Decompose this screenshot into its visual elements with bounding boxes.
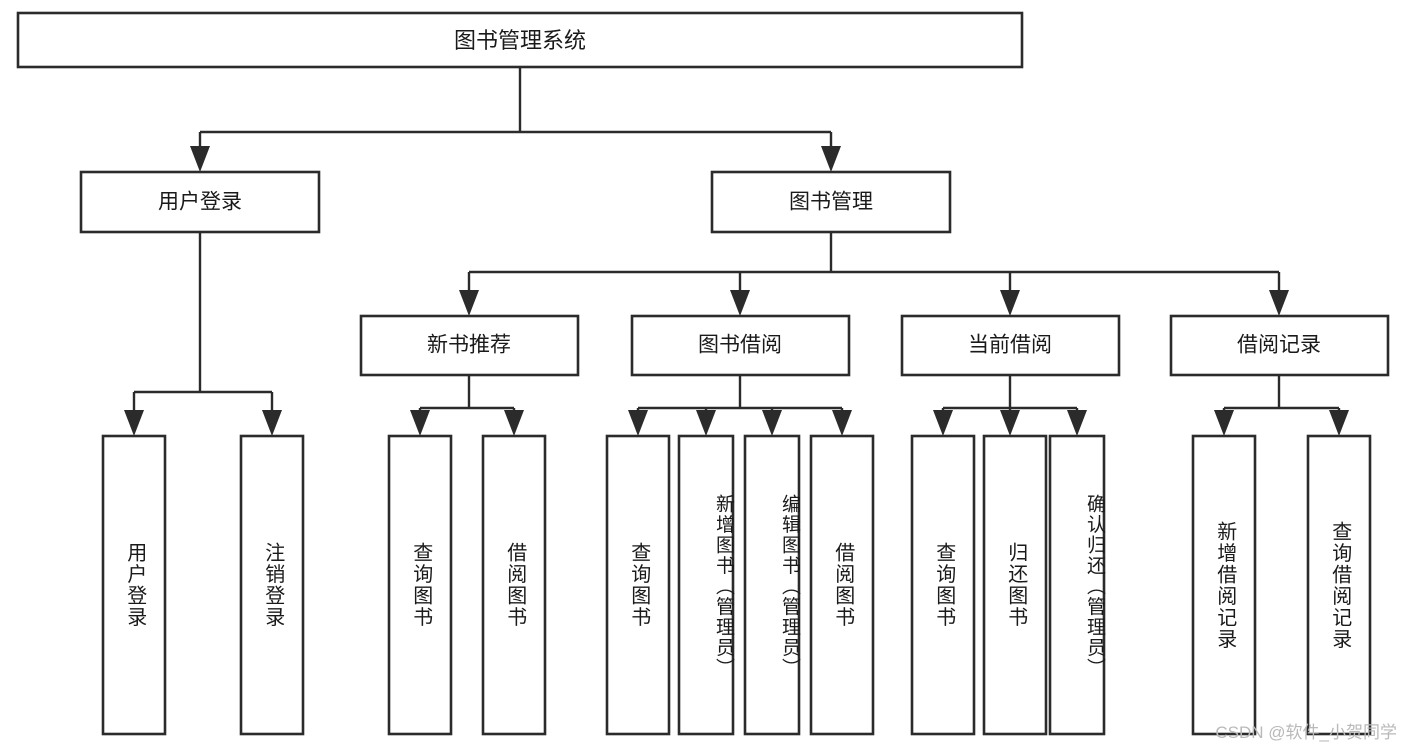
node-book-borrow[interactable]: 图书借阅	[630, 314, 851, 377]
arrow-head-leaf-logout-login	[262, 410, 282, 436]
node-book-borrow-label: 图书借阅	[698, 334, 782, 357]
arrow-head-book-borrow	[730, 290, 750, 316]
node-current-borrow-label: 当前借阅	[968, 334, 1052, 357]
arrow-head-borrow-record	[1269, 290, 1289, 316]
arrow-head-leaf-confirm-return-admin	[1067, 410, 1087, 436]
arrow-head-leaf-borrow-book-recommend	[504, 410, 524, 436]
node-new-book-recommend[interactable]: 新书推荐	[359, 314, 580, 377]
arrow-head-leaf-return-book	[1000, 410, 1020, 436]
node-book-management[interactable]: 图书管理	[710, 170, 952, 234]
arrow-head-bookmgmt	[821, 146, 841, 172]
node-borrow-record-label: 借阅记录	[1237, 334, 1321, 357]
node-root-label: 图书管理系统	[454, 28, 586, 53]
node-book-management-rect[interactable]	[710, 170, 952, 234]
node-book-management-label: 图书管理	[789, 191, 873, 214]
node-leaf-borrow-book-rect[interactable]	[809, 434, 875, 736]
node-current-borrow-rect[interactable]	[900, 314, 1121, 377]
arrow-head-leaf-add-book-admin	[696, 410, 716, 436]
node-new-book-recommend-label: 新书推荐	[427, 334, 511, 357]
arrow-head-leaf-user-login	[124, 410, 144, 436]
arrow-head-leaf-query-borrow-record	[1329, 410, 1349, 436]
node-leaf-add-borrow-record-rect[interactable]	[1191, 434, 1257, 736]
node-new-book-recommend-rect[interactable]	[359, 314, 580, 377]
node-leaf-user-login-rect[interactable]	[101, 434, 167, 736]
arrow-head-leaf-borrow-book	[832, 410, 852, 436]
node-borrow-record[interactable]: 借阅记录	[1169, 314, 1390, 377]
node-borrow-record-rect[interactable]	[1169, 314, 1390, 377]
node-leaf-confirm-return-admin-rect[interactable]	[1048, 434, 1106, 736]
node-leaf-return-book-rect[interactable]	[982, 434, 1048, 736]
node-leaf-query-book-borrow-rect[interactable]	[605, 434, 671, 736]
node-leaf-query-borrow-record-rect[interactable]	[1306, 434, 1372, 736]
node-leaf-query-book-recommend-rect[interactable]	[387, 434, 453, 736]
arrow-head-current-borrow	[1000, 290, 1020, 316]
node-user-login-rect[interactable]	[79, 170, 321, 234]
connector-layer	[124, 67, 1349, 436]
arrow-head-leaf-add-borrow-record	[1214, 410, 1234, 436]
node-book-borrow-rect[interactable]	[630, 314, 851, 377]
arrow-head-leaf-edit-book-admin	[762, 410, 782, 436]
node-root[interactable]: 图书管理系统	[16, 11, 1024, 69]
arrow-head-leaf-query-book-current	[933, 410, 953, 436]
node-user-login[interactable]: 用户登录	[79, 170, 321, 234]
node-leaf-edit-book-admin-rect[interactable]	[743, 434, 801, 736]
arrow-head-userlogin	[190, 146, 210, 172]
node-root-rect[interactable]	[16, 11, 1024, 69]
arrow-head-leaf-query-book-borrow	[628, 410, 648, 436]
node-layer: 图书管理系统 用户登录 图书管理 新书推荐 图书借阅	[16, 11, 1390, 736]
node-current-borrow[interactable]: 当前借阅	[900, 314, 1121, 377]
node-leaf-query-book-current-rect[interactable]	[910, 434, 976, 736]
node-leaf-logout-login-rect[interactable]	[239, 434, 305, 736]
node-leaf-borrow-book-recommend-rect[interactable]	[481, 434, 547, 736]
node-user-login-label: 用户登录	[158, 191, 242, 214]
arrow-head-new-book-recommend	[459, 290, 479, 316]
arrow-head-leaf-query-book-recommend	[410, 410, 430, 436]
node-leaf-add-book-admin-rect[interactable]	[677, 434, 735, 736]
